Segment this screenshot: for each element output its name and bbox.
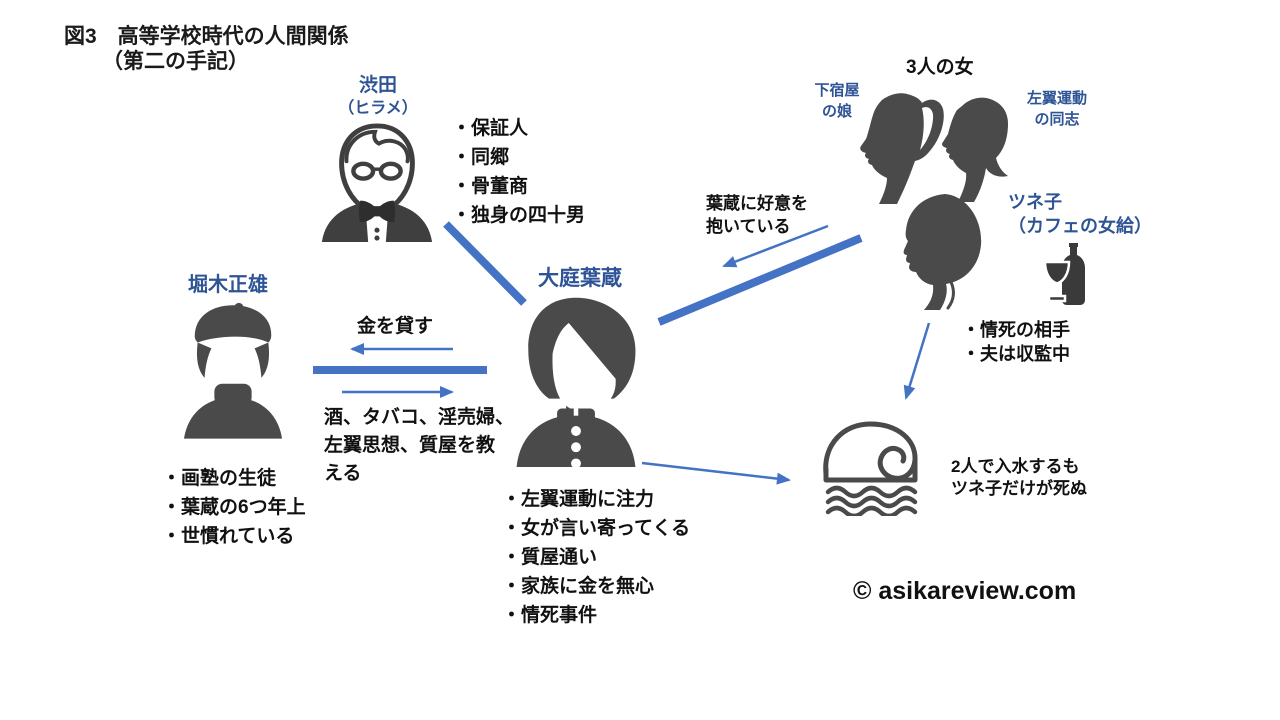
watermark: © asikareview.com (853, 577, 1077, 605)
teach-label-line3: える (324, 463, 362, 484)
wave-icon (823, 421, 918, 516)
leftist-comrade-label: 左翼運動 の同志 (1018, 88, 1096, 130)
tsuneko-bob-silhouette-icon (903, 194, 982, 310)
lodger-daughter-line2: の娘 (821, 103, 852, 120)
lodger-daughter-label: 下宿屋 の娘 (806, 80, 868, 122)
shibuta-trait: ・骨董商 (452, 176, 529, 197)
horiki-name: 堀木正雄 (188, 274, 268, 296)
tsuneko-name: ツネ子 （カフェの女給） (1008, 190, 1152, 238)
shibuta-name-line1: 渋田 (358, 75, 397, 96)
yozo-trait: ・左翼運動に注力 (502, 489, 655, 510)
horiki-traits: ・画塾の生徒 ・葉蔵の6つ年上 ・世慣れている (162, 464, 306, 551)
tsuneko-trait: ・夫は収監中 (962, 344, 1070, 364)
yozo-trait: ・家族に金を無心 (502, 576, 655, 597)
wine-bottle-glass-icon (1043, 243, 1085, 305)
tsuneko-name-line2: （カフェの女給） (1008, 216, 1152, 236)
yozo-trait: ・情死事件 (502, 605, 598, 626)
shibuta-name: 渋田 （ヒラメ） (322, 74, 434, 120)
teach-label-line1: 酒、タバコ、淫売婦、 (324, 407, 515, 428)
edge-shibuta-yozo-line (443, 221, 527, 306)
drowning-note-line2: ツネ子だけが死ぬ (951, 479, 1087, 498)
yozo-name: 大庭葉蔵 (538, 267, 622, 290)
affection-label-line1: 葉蔵に好意を (706, 194, 808, 213)
horiki-trait: ・葉蔵の6つ年上 (162, 497, 306, 518)
tsuneko-traits: ・情死の相手 ・夫は収監中 (962, 318, 1070, 366)
edge-yozo-tsuneko-line (657, 234, 863, 326)
two-women-silhouette-icon (860, 93, 1008, 204)
women-group-label: 3人の女 (906, 57, 974, 78)
shibuta-trait: ・同郷 (452, 147, 510, 168)
shibuta-trait: ・保証人 (452, 118, 529, 139)
affection-label-line2: 抱いている (706, 217, 791, 236)
teach-label: 酒、タバコ、淫売婦、 左翼思想、質屋を教 える (324, 404, 514, 488)
horiki-trait: ・世慣れている (162, 526, 295, 547)
shibuta-trait: ・独身の四十男 (452, 205, 586, 226)
arrow-yozo-to-wave (641, 461, 791, 485)
arrow-tsuneko-to-wave (903, 322, 931, 400)
affection-label: 葉蔵に好意を 抱いている (706, 192, 808, 238)
leftist-comrade-line1: 左翼運動 (1026, 90, 1087, 107)
lodger-daughter-line1: 下宿屋 (814, 82, 860, 99)
figure-title-line2: （第二の手記） (102, 50, 249, 73)
yozo-traits: ・左翼運動に注力 ・女が言い寄ってくる ・質屋通い ・家族に金を無心 ・情死事件 (502, 485, 690, 630)
horiki-trait: ・画塾の生徒 (162, 468, 277, 489)
horiki-beret-man-icon (183, 302, 283, 439)
shibuta-avatar-icon (321, 123, 433, 242)
yozo-student-icon (516, 297, 636, 469)
yozo-trait: ・女が言い寄ってくる (502, 518, 691, 539)
shibuta-name-line2: （ヒラメ） (338, 100, 418, 117)
drowning-note-line1: 2人で入水するも (951, 457, 1080, 476)
teach-label-line2: 左翼思想、質屋を教 (324, 435, 496, 456)
arrow-affection (722, 224, 829, 268)
shibuta-traits: ・保証人 ・同郷 ・骨董商 ・独身の四十男 (452, 114, 585, 230)
leftist-comrade-line2: の同志 (1034, 111, 1080, 128)
figure-title-line1: 図3 高等学校時代の人間関係 (64, 25, 349, 48)
tsuneko-name-line1: ツネ子 (1008, 192, 1062, 212)
lend-money-label: 金を貸す (357, 316, 434, 337)
yozo-trait: ・質屋通い (502, 547, 598, 568)
tsuneko-trait: ・情死の相手 (962, 320, 1070, 340)
figure-title: 図3 高等学校時代の人間関係 （第二の手記） (64, 24, 349, 74)
drowning-note: 2人で入水するも ツネ子だけが死ぬ (951, 456, 1087, 500)
